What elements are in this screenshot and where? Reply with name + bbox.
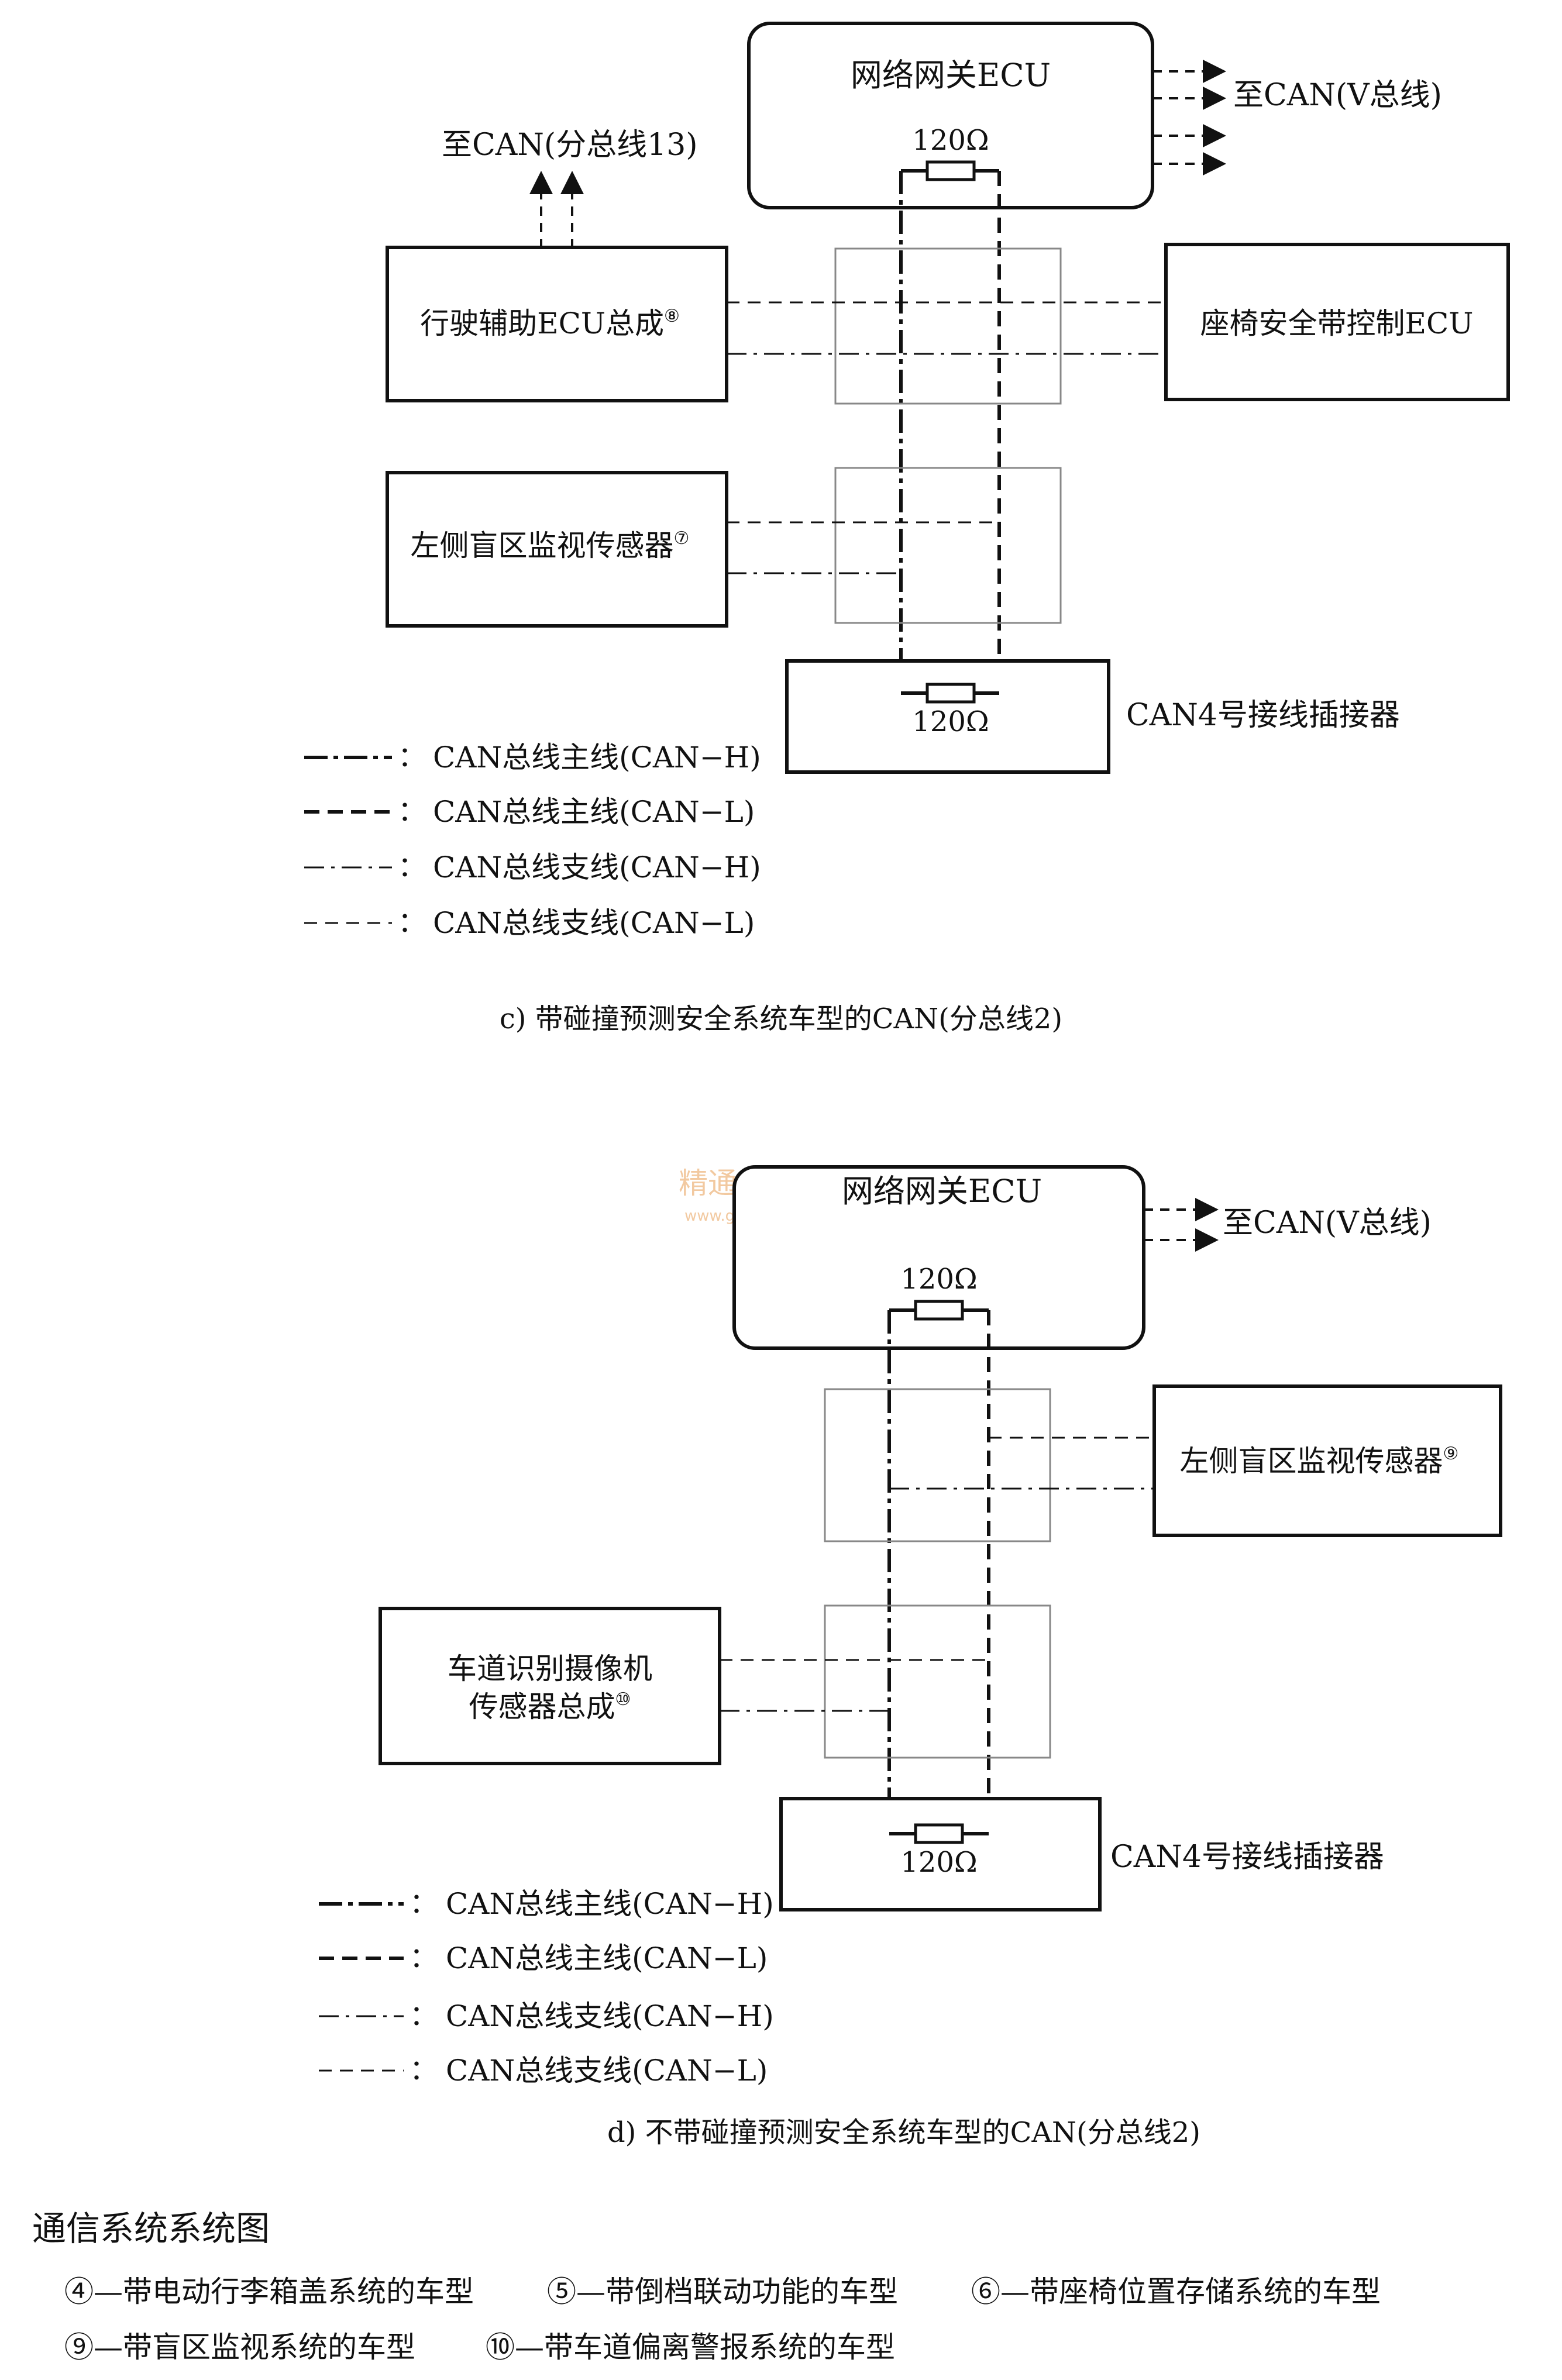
footer-note-5: ⑤—带倒档联动功能的车型 xyxy=(547,2275,898,2309)
top-resistor-label-d: 120Ω xyxy=(900,1263,977,1296)
legend-d: ： CAN总线主线(CAN−H) ： CAN总线主线(CAN−L) ： CAN总… xyxy=(319,1887,774,2088)
driving-assist-ecu-label: 行驶辅助ECU总成⑧ xyxy=(420,306,680,340)
caption-d: d) 不带碰撞预测安全系统车型的CAN(分总线2) xyxy=(607,2116,1200,2149)
legend-c-item-2: CAN总线主线(CAN−L) xyxy=(433,795,755,829)
junction-box-d1 xyxy=(824,1388,1051,1542)
lane-camera-label-1: 车道识别摄像机 xyxy=(448,1652,652,1686)
caption-c: c) 带碰撞预测安全系统车型的CAN(分总线2) xyxy=(500,1003,1062,1035)
footer-title: 通信系统系统图 xyxy=(32,2209,270,2248)
footer-note-9: ⑨—带盲区监视系统的车型 xyxy=(64,2330,415,2364)
to-sub13-label: 至CAN(分总线13) xyxy=(442,128,698,163)
v-bus-arrows xyxy=(1152,60,1226,175)
svg-text:：: ： xyxy=(398,740,426,773)
junction-box-2 xyxy=(834,467,1062,624)
svg-text:：: ： xyxy=(398,906,426,939)
top-resistor-d xyxy=(914,1300,964,1321)
lane-camera-label-2: 传感器总成⑩ xyxy=(469,1689,631,1724)
bottom-resistor-label: 120Ω xyxy=(912,705,989,738)
gateway-ecu-box xyxy=(747,22,1154,209)
driving-assist-ecu-box xyxy=(386,246,728,402)
svg-text:：: ： xyxy=(410,1941,438,1974)
can4-connector-label: CAN4号接线插接器 xyxy=(1126,698,1400,733)
to-v-bus-label-d: 至CAN(V总线) xyxy=(1223,1206,1432,1241)
seatbelt-ecu-box xyxy=(1164,243,1510,401)
svg-text:：: ： xyxy=(410,1999,438,2032)
to-v-bus-label: 至CAN(V总线) xyxy=(1233,78,1442,113)
bottom-resistor-d xyxy=(914,1823,964,1844)
diagram-d: 精通维修下载 www.gzweix.com 网络网关ECU 120Ω 至CAN(… xyxy=(319,1165,1502,2149)
legend-d-item-3: CAN总线支线(CAN−H) xyxy=(446,1999,774,2033)
legend-c-item-4: CAN总线支线(CAN−L) xyxy=(433,906,755,940)
footer-note-4: ④—带电动行李箱盖系统的车型 xyxy=(64,2275,474,2309)
svg-text:：: ： xyxy=(398,850,426,883)
svg-text:：: ： xyxy=(410,1887,438,1920)
can4-connector-box-d xyxy=(779,1797,1102,1911)
footer-note-10: ⑩—带车道偏离警报系统的车型 xyxy=(486,2330,895,2364)
left-blind-sensor-box xyxy=(386,471,728,628)
legend-d-item-1: CAN总线主线(CAN−H) xyxy=(446,1887,774,1921)
junction-box-d2 xyxy=(824,1604,1051,1759)
left-blind-sensor-label-d: 左侧盲区监视传感器⑨ xyxy=(1180,1444,1459,1478)
diagram-c: 网络网关ECU 120Ω 至CAN(V总线) 至CAN(分总线13) 行驶辅助E… xyxy=(304,22,1510,1035)
seatbelt-ecu-label: 座椅安全带控制ECU xyxy=(1200,306,1474,340)
v-bus-arrows-d xyxy=(1144,1198,1219,1252)
lane-camera-box xyxy=(379,1607,721,1765)
svg-text:：: ： xyxy=(410,2054,438,2086)
bottom-resistor xyxy=(925,683,976,704)
sub13-arrows xyxy=(529,171,584,249)
top-resistor xyxy=(925,160,976,181)
legend-c: ： CAN总线主线(CAN−H) ： CAN总线主线(CAN−L) ： CAN总… xyxy=(304,740,761,940)
legend-c-item-3: CAN总线支线(CAN−H) xyxy=(433,850,761,884)
gateway-ecu-box-d xyxy=(732,1165,1145,1350)
legend-d-item-4: CAN总线支线(CAN−L) xyxy=(446,2054,768,2088)
gateway-ecu-label-d: 网络网关ECU xyxy=(842,1173,1042,1210)
left-blind-sensor-label: 左侧盲区监视传感器⑦ xyxy=(411,528,690,563)
can4-connector-label-d: CAN4号接线插接器 xyxy=(1110,1840,1384,1875)
footer-note-6: ⑥—带座椅位置存储系统的车型 xyxy=(971,2275,1381,2309)
legend-d-item-2: CAN总线主线(CAN−L) xyxy=(446,1941,768,1975)
bottom-resistor-label-d: 120Ω xyxy=(900,1846,977,1879)
top-resistor-label: 120Ω xyxy=(912,124,989,157)
footer: 通信系统系统图 ④—带电动行李箱盖系统的车型 ⑤—带倒档联动功能的车型 ⑥—带座… xyxy=(32,2209,1381,2364)
gateway-ecu-label: 网络网关ECU xyxy=(851,57,1051,94)
junction-box-1 xyxy=(834,247,1062,405)
left-blind-sensor-box-d xyxy=(1152,1384,1502,1537)
can4-connector-box xyxy=(785,659,1110,774)
svg-text:：: ： xyxy=(398,795,426,828)
legend-c-item-1: CAN总线主线(CAN−H) xyxy=(433,740,761,774)
